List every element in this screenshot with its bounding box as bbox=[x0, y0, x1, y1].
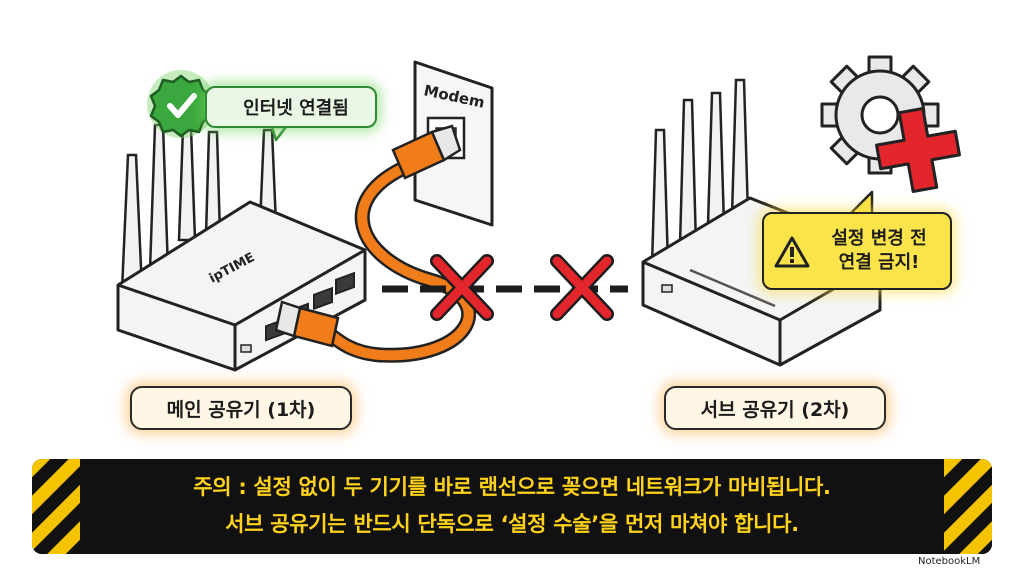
warning-line-2: 연결 금지! bbox=[838, 252, 920, 273]
blocked-connection bbox=[382, 254, 628, 321]
caution-banner: 주의 : 설정 없이 두 기기를 바로 랜선으로 꽂으면 네트워크가 마비됩니다… bbox=[32, 459, 992, 554]
caution-line-1: 주의 : 설정 없이 두 기기를 바로 랜선으로 꽂으면 네트워크가 마비됩니다… bbox=[193, 475, 831, 499]
sub-router-led bbox=[661, 284, 673, 293]
check-badge-icon bbox=[147, 70, 215, 138]
warning-icon bbox=[774, 236, 810, 268]
main-router-led bbox=[240, 344, 252, 353]
cross-icon bbox=[430, 254, 494, 321]
main-router-label: 메인 공유기 (1차) bbox=[130, 386, 352, 430]
cable-plug-router bbox=[274, 300, 340, 348]
hazard-stripes-left bbox=[32, 459, 80, 554]
watermark: NotebookLM bbox=[918, 556, 980, 567]
sub-router-label: 서브 공유기 (2차) bbox=[664, 386, 886, 430]
warning-bubble: 설정 변경 전 연결 금지! bbox=[762, 212, 952, 290]
connected-label: 인터넷 연결됨 bbox=[243, 98, 349, 119]
cross-icon bbox=[550, 254, 614, 321]
cable-plug-modem bbox=[391, 124, 462, 180]
caution-line-2: 서브 공유기는 반드시 단독으로 ‘설정 수술’을 먼저 마쳐야 합니다. bbox=[225, 512, 799, 536]
lan-cable bbox=[274, 124, 477, 363]
gear-error-icon bbox=[820, 55, 961, 193]
internet-connected-badge: 인터넷 연결됨 bbox=[205, 86, 377, 128]
hazard-stripes-right bbox=[944, 459, 992, 554]
error-cross-icon bbox=[875, 107, 961, 193]
sub-router-label-text: 서브 공유기 (2차) bbox=[700, 398, 850, 421]
warning-line-1: 설정 변경 전 bbox=[831, 228, 927, 249]
main-router-label-text: 메인 공유기 (1차) bbox=[166, 398, 316, 421]
watermark-text: NotebookLM bbox=[918, 556, 981, 567]
